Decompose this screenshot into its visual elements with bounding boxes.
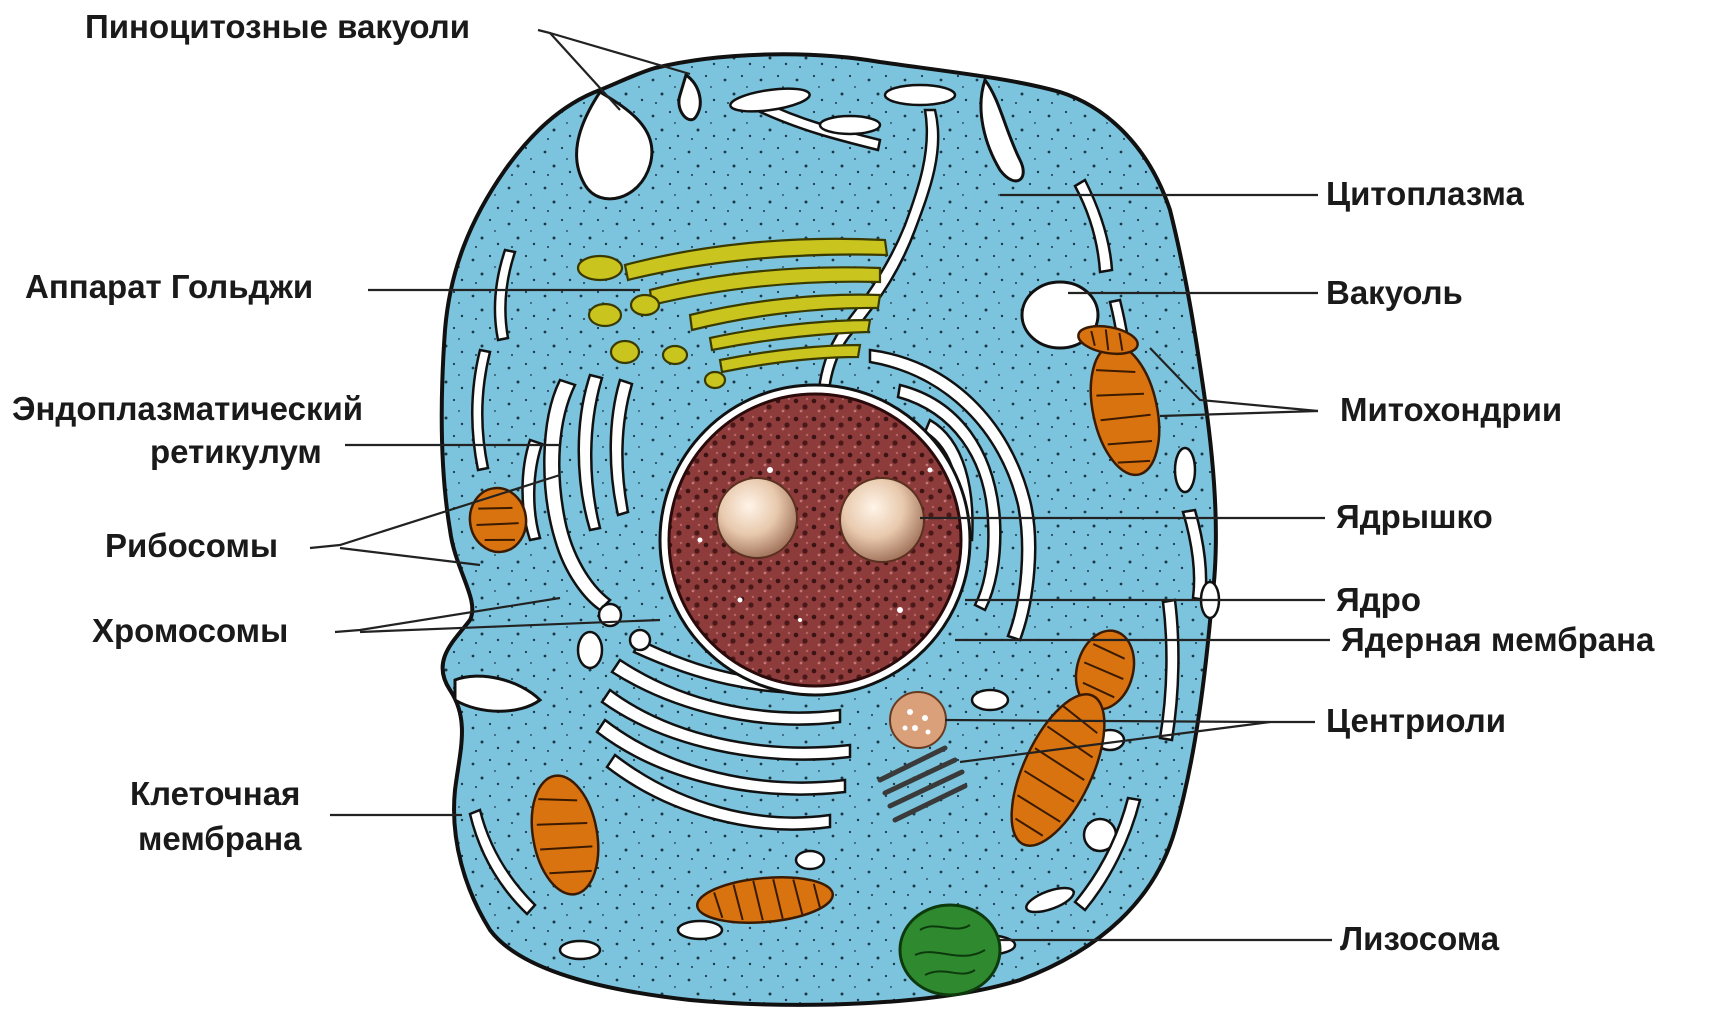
label-mitochondria: Митохондрии (1340, 391, 1562, 428)
nucleus (660, 385, 970, 695)
label-lysosome: Лизосома (1340, 920, 1500, 957)
label-vacuole: Вакуоль (1326, 274, 1463, 311)
lysosome (900, 905, 1000, 995)
label-er-line2: ретикулум (150, 433, 322, 470)
label-cytoplasm: Цитоплазма (1326, 175, 1524, 212)
label-nuclear-membrane: Ядерная мембрана (1341, 621, 1655, 658)
label-er-line1: Эндоплазматический (12, 390, 363, 427)
label-pinocytic-vacuoles: Пиноцитозные вакуоли (85, 8, 470, 45)
label-ribosomes: Рибосомы (105, 527, 278, 564)
label-nucleus: Ядро (1336, 581, 1421, 618)
label-nucleolus: Ядрышко (1336, 498, 1493, 535)
label-cell-membrane-line1: Клеточная (130, 775, 300, 812)
label-centrioles: Центриоли (1326, 702, 1506, 739)
label-cell-membrane-line2: мембрана (138, 820, 302, 857)
label-chromosomes: Хромосомы (92, 612, 288, 649)
label-golgi: Аппарат Гольджи (25, 268, 313, 305)
